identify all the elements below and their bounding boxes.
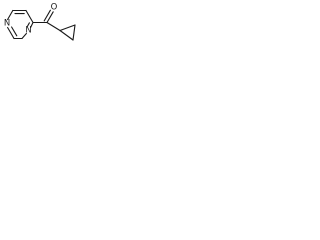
bond-n1-c6: [7, 9, 14, 21]
atom-label-n1: N: [4, 19, 10, 29]
bond-c2-n1: [7, 26, 15, 40]
bond-n3-c2: [21, 32, 27, 40]
bond-c4-n3: [30, 21, 34, 29]
nitrogen-label-top: N: [4, 19, 10, 29]
bond-cp-c2-c3: [72, 24, 76, 41]
bond-c2-n1-inner: [11, 26, 18, 37]
bond-carbonyl-o-double: [43, 9, 51, 22]
bond-carbonyl-cyclopropyl: [46, 21, 61, 32]
nitrogen-label-right: N: [25, 26, 31, 36]
ketone-linker: [32, 9, 61, 32]
oxygen-label: O: [51, 3, 58, 13]
bond-cp-c1-c2: [59, 24, 76, 32]
cyclopropyl-ring: [59, 24, 76, 41]
bond-c4-n3-inner: [26, 22, 30, 27]
pyrimidine-ring: [7, 9, 34, 40]
atom-label-o: O: [51, 3, 58, 13]
chemical-structure-diagram: N N O: [4, 3, 76, 41]
atom-label-n3: N: [25, 26, 31, 36]
bond-c5-c4: [25, 9, 34, 24]
bond-cp-c1-c3: [59, 29, 74, 41]
bond-carbonyl-o: [46, 11, 54, 24]
